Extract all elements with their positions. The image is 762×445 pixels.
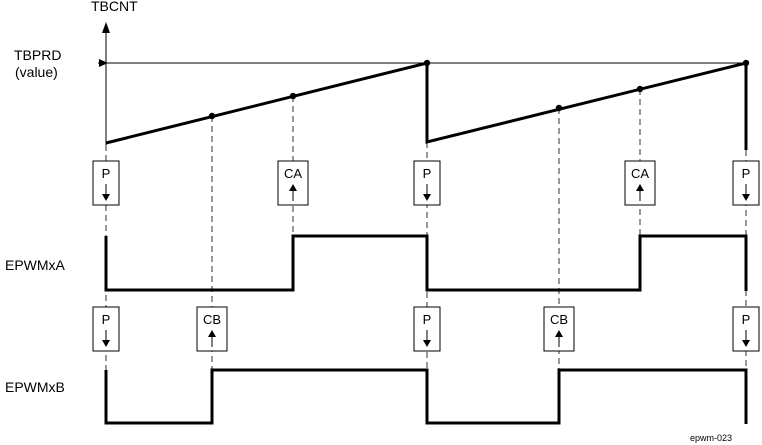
event-row-b: P CB P CB [92, 306, 760, 352]
arrow-down-icon [423, 330, 431, 347]
compare-points [208, 59, 750, 120]
epwmxb-waveform [104, 368, 748, 425]
period-point [423, 59, 431, 67]
event-label: CA [284, 166, 302, 181]
arrow-down-icon [102, 330, 110, 347]
event-box-period: P [413, 160, 441, 206]
event-label: P [742, 166, 751, 181]
epwmxa-waveform [104, 234, 748, 292]
event-box-compare-b: CB [543, 306, 575, 352]
period-point [742, 59, 750, 67]
figure-id: epwm-023 [690, 433, 732, 443]
event-label: P [423, 312, 432, 327]
event-label: P [102, 312, 111, 327]
event-row-a: P CA P CA [92, 160, 760, 206]
event-label: P [742, 312, 751, 327]
arrow-up-icon [208, 330, 216, 347]
axis-arrow-icon [102, 22, 110, 33]
arrow-down-icon [423, 184, 431, 201]
arrow-down-icon [102, 184, 110, 201]
tbprd-label: TBPRD [14, 47, 61, 63]
epwmxa-label: EPWMxA [5, 257, 66, 273]
event-label: CA [631, 166, 649, 181]
event-box-period: P [413, 306, 441, 352]
event-box-period: P [92, 160, 120, 206]
event-box-period: P [732, 306, 760, 352]
arrow-down-icon [742, 184, 750, 201]
arrow-up-icon [555, 330, 563, 347]
event-label: P [102, 166, 111, 181]
event-box-period: P [92, 306, 120, 352]
tbprd-value-label: (value) [15, 64, 58, 80]
event-box-compare-a: CA [277, 160, 309, 206]
counter-waveform [105, 61, 748, 150]
arrow-up-icon [289, 184, 297, 201]
event-box-period: P [732, 160, 760, 206]
event-box-compare-b: CB [196, 306, 228, 352]
tbcnt-axis [102, 22, 110, 145]
epwmxb-label: EPWMxB [5, 379, 65, 395]
event-label: CB [550, 312, 568, 327]
event-box-compare-a: CA [624, 160, 656, 206]
event-label: CB [203, 312, 221, 327]
arrow-up-icon [636, 184, 644, 201]
event-label: P [423, 166, 432, 181]
arrow-down-icon [742, 330, 750, 347]
axis-title: TBCNT [91, 0, 138, 14]
tbprd-arrow-icon [99, 59, 108, 67]
